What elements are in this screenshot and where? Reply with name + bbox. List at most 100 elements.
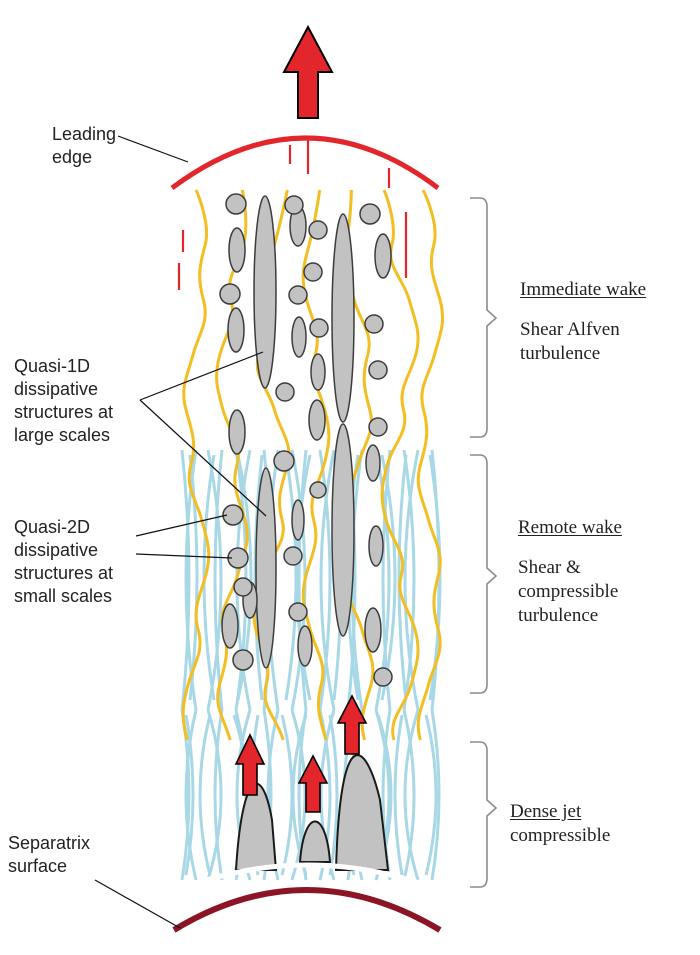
compressible-line — [318, 449, 332, 711]
compressible-line — [253, 454, 264, 701]
quasi-2d-structure — [221, 603, 239, 649]
quasi-2d-structure — [273, 450, 295, 472]
label-line: surface — [8, 856, 68, 876]
quasi-1d-structure — [255, 467, 277, 669]
label-line: Leading — [52, 124, 117, 144]
jet-arrow-left — [234, 733, 266, 796]
compressible-line — [206, 709, 223, 881]
compressible-line — [319, 449, 336, 711]
quasi-2d-structure — [228, 227, 246, 273]
immediate-wake-title: Immediate wake — [520, 279, 647, 300]
separatrix-fill — [174, 890, 440, 950]
quasi-2d-structure — [309, 481, 327, 499]
compressible-line — [393, 714, 404, 876]
jet-arrow-middle — [297, 754, 329, 813]
quasi-1d-structure — [331, 423, 355, 637]
compressible-line — [290, 709, 307, 881]
label-separatrix: Separatrix surface — [8, 832, 90, 878]
separatrix-inner-arc — [177, 862, 441, 893]
quasi-2d-structure — [291, 316, 307, 358]
quasi-2d-structure — [275, 382, 295, 402]
quasi-2d-structure — [222, 504, 244, 526]
compressible-line — [424, 714, 438, 876]
label-dense-jet: Dense jet compressible — [510, 800, 610, 848]
compressible-line — [403, 709, 420, 881]
quasi-2d-structure — [227, 307, 245, 353]
quasi-2d-structure — [225, 193, 247, 215]
compressible-line — [328, 714, 339, 876]
quasi-2d-structure — [359, 203, 381, 225]
leader-leading-edge — [117, 135, 189, 163]
compressible-line — [402, 449, 416, 711]
quasi-2d-structure — [291, 499, 305, 541]
brackets — [470, 197, 498, 888]
quasi-2d-structure — [310, 353, 326, 391]
quasi-2d-structure — [283, 546, 303, 566]
quasi-2d-structure — [308, 399, 326, 441]
leading-edge-dashes — [177, 140, 408, 290]
compressible-line — [402, 709, 416, 881]
quasi-2d-structure — [368, 417, 388, 437]
remote-wake-title: Remote wake — [518, 517, 622, 538]
bracket-immediate-wake — [470, 197, 498, 438]
remote-wake-desc: turbulence — [518, 605, 599, 626]
label-immediate-wake: Immediate wake Shear Alfven turbulence — [520, 278, 646, 366]
remote-wake-desc: Shear & — [518, 557, 581, 578]
quasi-2d-structure — [219, 283, 241, 305]
label-line: structures at — [14, 563, 114, 583]
label-line: large scales — [14, 425, 111, 445]
magnetic-field-line — [380, 189, 420, 741]
compressible-line — [198, 714, 212, 876]
compressible-line — [184, 714, 195, 876]
quasi-2d-structure — [364, 607, 382, 653]
label-remote-wake: Remote wake Shear & compressible turbule… — [518, 516, 622, 628]
label-line: dissipative — [14, 379, 99, 399]
quasi-2d-structure — [232, 649, 254, 671]
quasi-2d-structure — [233, 577, 253, 597]
label-line: structures at — [14, 402, 114, 422]
leader-quasi2d-b — [135, 553, 233, 559]
compressible-line — [206, 449, 223, 711]
label-line: Quasi-1D — [14, 356, 91, 376]
leading-edge-arc — [170, 135, 440, 191]
leader-lines — [94, 135, 267, 929]
separatrix-arc — [172, 887, 442, 933]
label-quasi-2d: Quasi-2D dissipative structures at small… — [14, 516, 113, 608]
leader-quasi1d-b — [139, 399, 267, 517]
dense-jets — [234, 754, 390, 871]
magnetic-field-line — [301, 189, 331, 741]
jet-arrows — [234, 694, 368, 813]
compressible-line — [430, 709, 441, 881]
jet-arrow-right — [336, 694, 368, 755]
label-line: dissipative — [14, 540, 99, 560]
compressible-line — [284, 454, 298, 701]
quasi-2d-structure — [288, 285, 308, 305]
compressible-line — [184, 709, 198, 881]
dense-jet-right — [334, 754, 390, 871]
immediate-wake-desc: turbulence — [520, 343, 601, 364]
compressible-line — [397, 454, 408, 701]
label-line: Quasi-2D — [14, 517, 91, 537]
quasi-2d-structure — [368, 525, 384, 567]
quasi-2d-structure — [297, 625, 313, 667]
quasi-2d-structure — [373, 667, 393, 687]
quasi-2d-structure — [303, 262, 323, 282]
quasi-1d-structure — [253, 195, 277, 389]
quasi-2d-structure — [364, 314, 384, 334]
quasi-2d-structure — [309, 318, 329, 338]
quasi-2d-structure — [284, 195, 304, 215]
quasi-2d-structure — [288, 602, 308, 622]
quasi-2d-structure — [374, 233, 392, 279]
magnetic-field-line — [181, 189, 211, 741]
leader-quasi1d-a — [139, 351, 264, 401]
immediate-wake-desc: Shear Alfven — [520, 319, 620, 340]
compressible-line — [213, 709, 224, 881]
compressible-line — [180, 449, 191, 711]
quasi-2d-structure — [365, 444, 381, 482]
dense-jet-title: Dense jet — [510, 801, 582, 822]
compressible-line — [297, 449, 308, 711]
leader-quasi2d-a — [135, 514, 228, 537]
bracket-remote-wake — [470, 454, 498, 694]
